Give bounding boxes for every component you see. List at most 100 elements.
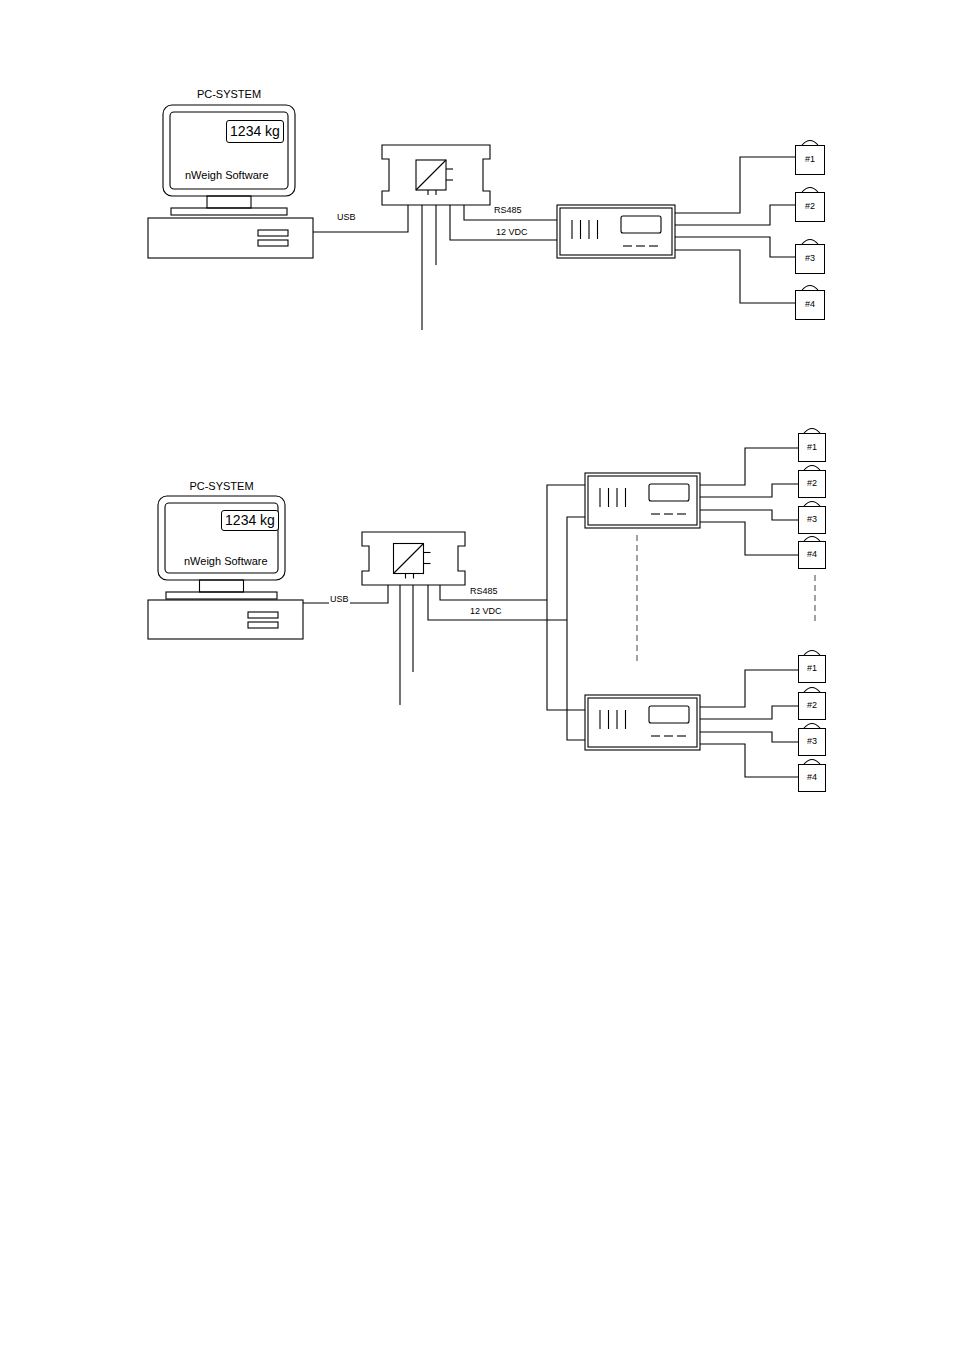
wire: [450, 205, 557, 240]
signal-label: RS485: [469, 587, 499, 597]
wire: [399, 585, 400, 705]
wire: [599, 488, 600, 507]
wire: [421, 205, 422, 330]
wire: [435, 190, 436, 195]
load-cell-number: #4: [807, 773, 817, 783]
load-cell-number: #1: [807, 443, 817, 453]
drive-slot: [248, 612, 278, 618]
weight-reading: 1234 kg: [230, 124, 280, 139]
load-cell-box: #2: [795, 192, 825, 222]
wire: [424, 563, 431, 564]
weighing-controller: [585, 473, 700, 528]
monitor-base: [171, 208, 287, 215]
system-heading: PC-SYSTEM: [155, 480, 288, 492]
pc-case: [148, 600, 303, 639]
wire: [440, 585, 547, 600]
monitor-screen: [165, 503, 278, 573]
wire: [625, 488, 626, 507]
load-cell-box: #3: [795, 244, 825, 274]
wire: [636, 245, 645, 246]
wire: [405, 574, 406, 579]
wire: [588, 220, 589, 239]
wire: [700, 670, 798, 707]
wire: [700, 522, 798, 555]
load-cell-number: #1: [805, 155, 815, 165]
load-cell-number: #2: [805, 202, 815, 212]
wire: [413, 574, 414, 579]
wire: [675, 250, 795, 303]
system-heading: PC-SYSTEM: [160, 88, 298, 100]
wire: [424, 552, 431, 553]
wire: [416, 160, 446, 190]
weight-display: 1234 kg: [221, 510, 279, 531]
software-name: nWeigh Software: [184, 555, 268, 567]
wire: [625, 710, 626, 729]
usb-rs485-converter: [362, 532, 465, 585]
wire: [664, 735, 673, 736]
signal-label: 12 VDC: [469, 607, 503, 617]
drive-slot: [248, 622, 278, 628]
wire: [677, 513, 686, 514]
load-cell-box: #3: [798, 506, 826, 534]
signal-label: RS485: [493, 206, 523, 216]
wire: [675, 237, 795, 257]
wire: [677, 735, 686, 736]
wire: [616, 488, 617, 507]
monitor-stand: [207, 196, 251, 208]
load-cell-box: #1: [798, 433, 826, 462]
load-cell-number: #4: [807, 550, 817, 560]
signal-label: USB: [336, 213, 357, 223]
wire: [623, 245, 632, 246]
wire: [435, 205, 436, 265]
signal-label: 12 VDC: [495, 228, 529, 238]
controller-display: [649, 706, 689, 723]
usb-rs485-converter: [382, 145, 490, 205]
controller-front: [560, 208, 672, 255]
controller-front: [588, 476, 697, 525]
converter-symbol: [416, 160, 446, 190]
controller-display: [621, 216, 661, 233]
monitor-stand: [200, 580, 244, 592]
pc-case: [148, 218, 313, 258]
wire: [567, 517, 585, 740]
wire: [446, 168, 453, 169]
load-cell-box: #4: [798, 764, 826, 792]
load-cell-number: #2: [807, 701, 817, 711]
signal-label: USB: [329, 595, 350, 605]
controller-front: [588, 698, 697, 747]
wire: [580, 220, 581, 239]
wire: [394, 544, 424, 574]
wire: [700, 484, 798, 497]
wire: [664, 513, 673, 514]
wire: [597, 220, 598, 239]
wire: [608, 710, 609, 729]
load-cell-box: #4: [798, 541, 826, 569]
load-cell-box: #2: [798, 470, 826, 498]
wire: [446, 179, 453, 180]
load-cell-number: #1: [807, 664, 817, 674]
load-cell-box: #3: [798, 728, 826, 756]
monitor-base: [166, 592, 277, 599]
load-cell-number: #2: [807, 479, 817, 489]
load-cell-box: #4: [795, 290, 825, 320]
load-cell-number: #3: [807, 515, 817, 525]
converter-symbol: [394, 544, 424, 574]
monitor-screen: [170, 112, 288, 189]
load-cell-number: #4: [805, 300, 815, 310]
wire: [700, 706, 798, 719]
wire: [428, 585, 567, 620]
wire: [464, 205, 557, 220]
monitor-housing: [158, 496, 285, 580]
drive-slot: [258, 240, 288, 246]
drive-slot: [258, 230, 288, 236]
monitor-housing: [163, 105, 295, 196]
wire: [412, 585, 413, 672]
wire: [547, 485, 585, 710]
wire: [700, 744, 798, 777]
load-cell-box: #2: [798, 692, 826, 720]
weight-display: 1234 kg: [226, 120, 284, 143]
controller-display: [649, 484, 689, 501]
software-name: nWeigh Software: [185, 169, 269, 181]
weighing-controller: [557, 205, 675, 258]
